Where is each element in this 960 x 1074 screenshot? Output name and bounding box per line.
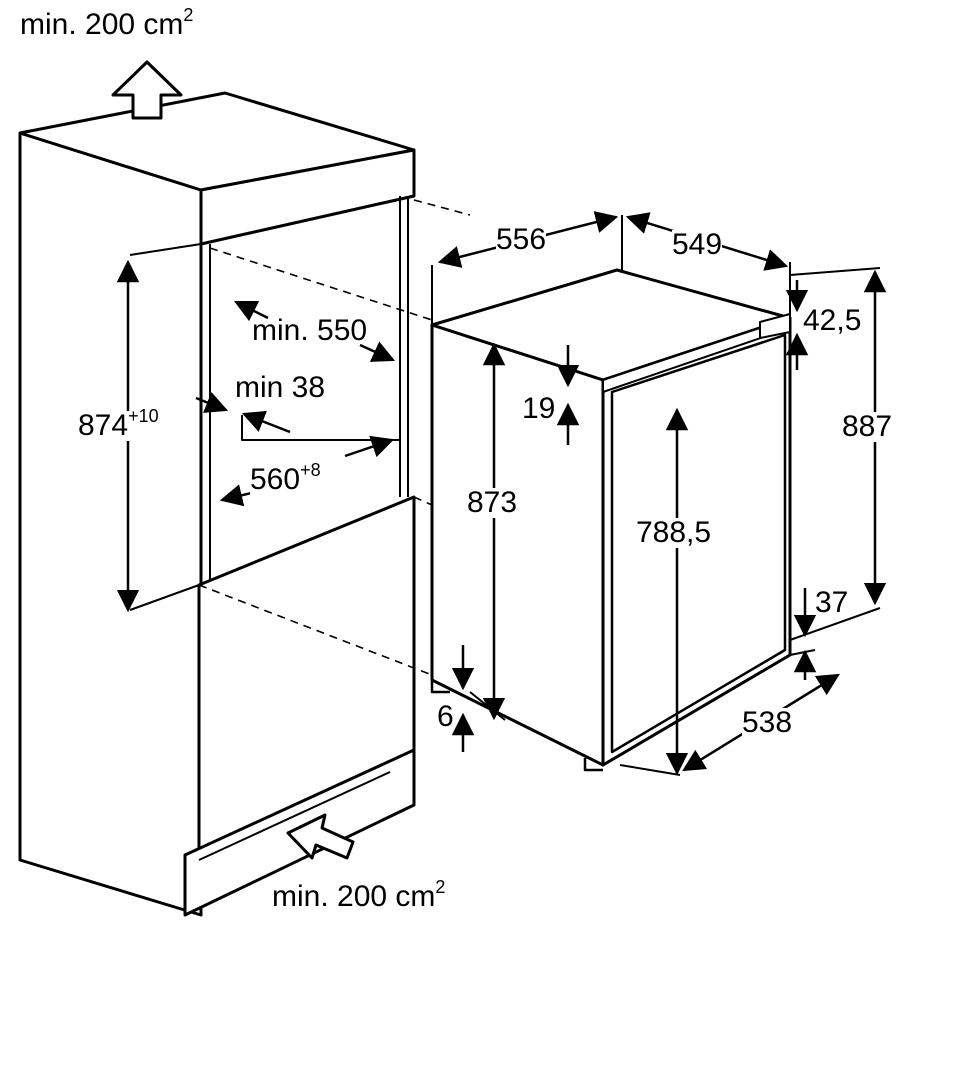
vent-bottom-label: min. 200 cm2 [272, 877, 446, 913]
vent-arrow-top [111, 60, 183, 120]
appliance-width-label: 556 [496, 223, 547, 256]
vent-arrow-bottom [286, 813, 355, 860]
niche-width-label: 560+8 [250, 460, 321, 496]
top-offset-label: 42,5 [803, 304, 862, 337]
body-height-label: 873 [467, 486, 518, 519]
cabinet [18, 91, 416, 917]
min-gap-label: min 38 [235, 371, 326, 404]
feet-label: 6 [437, 700, 454, 733]
door-height-label: 788,5 [636, 516, 712, 549]
vent-top-label: min. 200 cm2 [20, 5, 194, 41]
appliance [430, 268, 792, 772]
appliance-depth-label: 549 [672, 228, 723, 261]
niche-depth-label: min. 550 [252, 314, 368, 347]
door-top-label: 19 [522, 392, 556, 425]
bottom-gap-label: 37 [815, 586, 849, 619]
door-depth-label: 538 [742, 706, 793, 739]
niche-height-label: 874+10 [78, 406, 159, 442]
overall-height-label: 887 [842, 410, 893, 443]
